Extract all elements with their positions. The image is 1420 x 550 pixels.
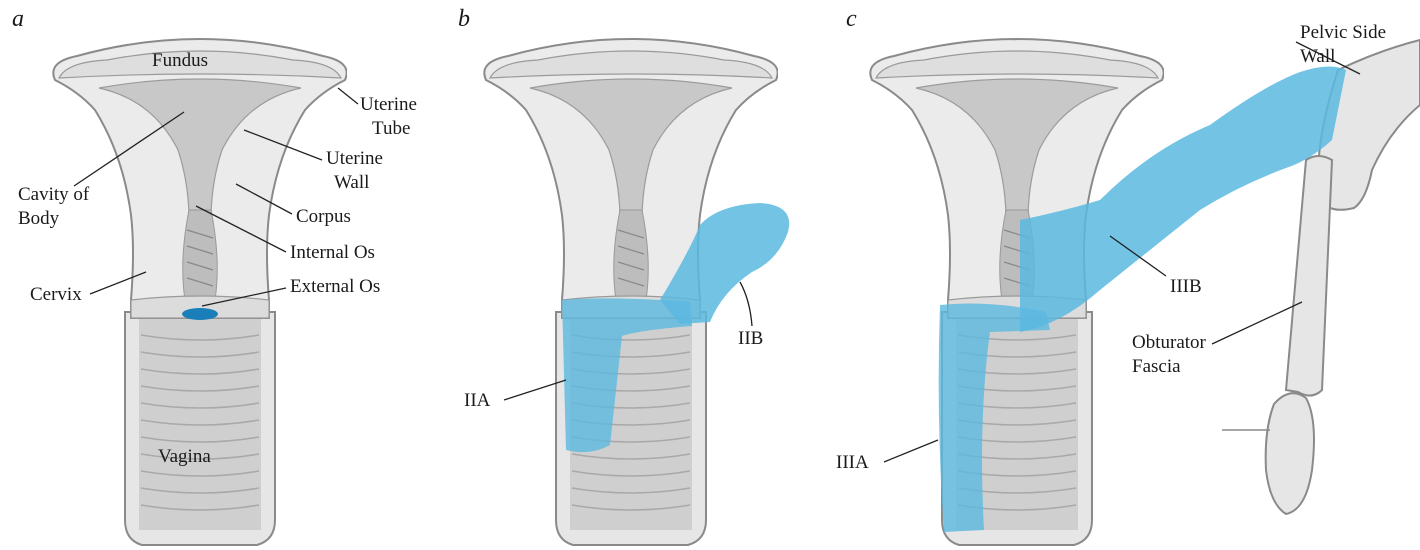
external-os-marker: [182, 308, 218, 320]
panel-a: a Fundus Uterine Tube Cavity of Body Ute…: [12, 6, 417, 545]
label-cavity-of-body-line1: Cavity of: [18, 184, 90, 205]
uterus-illustration-c: [870, 39, 1163, 545]
pelvic-bone-lower: [1266, 393, 1314, 514]
label-iiib: IIIB: [1170, 276, 1202, 297]
label-obturator-fascia-line2: Fascia: [1132, 356, 1181, 377]
label-pelvic-side-wall-line2: Wall: [1300, 46, 1335, 67]
label-obturator-fascia-line1: Obturator: [1132, 332, 1207, 353]
panel-c: c Pelvic Side Wall IIIB Obturator Fascia…: [836, 6, 1420, 545]
label-pelvic-side-wall-line1: Pelvic Side: [1300, 22, 1386, 43]
label-fundus: Fundus: [152, 50, 208, 71]
label-uterine-wall-line1: Uterine: [326, 148, 383, 169]
label-uterine-tube-line1: Uterine: [360, 94, 417, 115]
label-cavity-of-body-line2: Body: [18, 208, 60, 229]
label-vagina: Vagina: [158, 446, 211, 467]
label-iia: IIA: [464, 390, 491, 411]
panel-letter-c: c: [846, 6, 857, 32]
label-corpus: Corpus: [296, 206, 351, 227]
obturator-fascia: [1286, 156, 1332, 396]
leader-uterine-tube: [338, 88, 358, 104]
leader-iiia: [884, 440, 938, 462]
label-uterine-wall-line2: Wall: [334, 172, 369, 193]
label-uterine-tube-line2: Tube: [372, 118, 410, 139]
panel-letter-a: a: [12, 6, 24, 32]
uterus-illustration-b: [484, 39, 777, 545]
label-iib: IIB: [738, 328, 763, 349]
label-internal-os: Internal Os: [290, 242, 375, 263]
leader-obturator-fascia: [1212, 302, 1302, 344]
label-cervix: Cervix: [30, 284, 82, 305]
label-iiia: IIIA: [836, 452, 869, 473]
leader-iib: [740, 282, 752, 326]
label-external-os: External Os: [290, 276, 380, 297]
panel-letter-b: b: [458, 6, 470, 32]
panel-b: b IIB IIA: [458, 6, 789, 545]
